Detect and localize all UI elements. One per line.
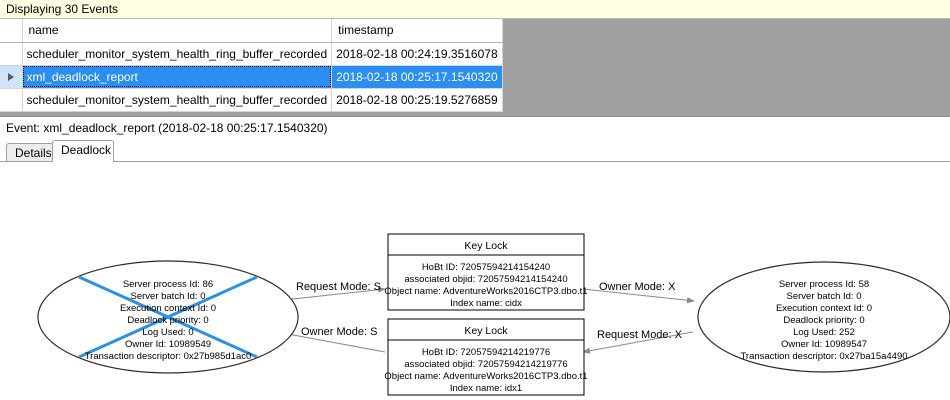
resource-line: associated objid: 72057594214154240 [404,274,567,285]
edge-label-right-request: Request Mode: X [597,329,683,341]
edge-label-right-owner: Owner Mode: X [599,281,676,293]
edge-right-owner: Owner Mode: X [582,281,695,304]
table-row[interactable]: scheduler_monitor_system_health_ring_buf… [0,88,503,112]
tab-strip: Details Deadlock [0,140,950,162]
victim-cross-icon [78,275,258,359]
edge-left-owner: Owner Mode: S [276,326,386,353]
process-line: Server process Id: 58 [779,279,869,290]
process-line: Log Used: 252 [793,327,855,338]
resource-title: Key Lock [464,325,508,337]
process-line: Log Used: 0 [142,327,193,338]
resource-box[interactable] [387,233,585,311]
table-row[interactable]: xml_deadlock_report 2018-02-18 00:25:17.… [0,65,503,89]
tab-details[interactable]: Details [6,143,54,162]
resource-line: Index name: cidx [450,298,522,309]
resource-line: HoBt ID: 72057594214219776 [422,347,550,358]
process-line: Transaction descriptor: 0x27b985d1ac0 [85,351,252,362]
resource-line: Object name: AdventureWorks2016CTP3.dbo.… [384,286,587,297]
resource-node-bottom-key-lock[interactable]: Key Lock HoBt ID: 72057594214219776 asso… [384,318,588,396]
process-line: Execution context Id: 0 [776,303,872,314]
table-row[interactable]: scheduler_monitor_system_health_ring_buf… [0,42,503,66]
process-node-left-process[interactable]: Server process Id: 86 Server batch Id: 0… [37,260,299,374]
grid-header-row: name timestamp [0,19,503,43]
resource-node-top-key-lock[interactable]: Key Lock HoBt ID: 72057594214154240 asso… [384,233,588,311]
tab-deadlock[interactable]: Deadlock [52,140,114,162]
resource-box[interactable] [387,318,585,396]
event-detail-header: Event: xml_deadlock_report (2018-02-18 0… [0,118,950,140]
cell-timestamp[interactable]: 2018-02-18 00:24:19.3516078 [331,42,503,66]
edge-right-request: Request Mode: X [582,329,694,354]
process-line: Execution context Id: 0 [120,303,216,314]
process-line: Deadlock priority: 0 [127,315,208,326]
column-header-selector [0,19,23,43]
status-banner: Displaying 30 Events [0,0,950,19]
process-line: Server process Id: 86 [123,279,213,290]
resource-line: HoBt ID: 72057594214154240 [422,262,550,273]
events-grid[interactable]: name timestamp scheduler_monitor_system_… [0,19,503,112]
process-line: Owner Id: 10989549 [125,339,211,350]
resource-line: Object name: AdventureWorks2016CTP3.dbo.… [384,371,587,382]
process-line: Server batch Id: 0 [131,291,206,302]
events-grid-container[interactable]: name timestamp scheduler_monitor_system_… [0,19,950,117]
process-line: Deadlock priority: 0 [783,315,864,326]
row-selector[interactable] [0,65,23,89]
resource-title: Key Lock [464,240,508,252]
cell-timestamp[interactable]: 2018-02-18 00:25:19.5276859 [331,88,503,112]
edge-label-left-request: Request Mode: S [296,281,381,293]
cell-name[interactable]: scheduler_monitor_system_health_ring_buf… [22,42,333,66]
column-header-timestamp[interactable]: timestamp [331,19,503,43]
row-selector[interactable] [0,42,23,66]
row-arrow-icon [7,73,14,82]
process-line: Server batch Id: 0 [787,291,862,302]
resource-line: associated objid: 72057594214219776 [404,359,567,370]
deadlock-graph-pane[interactable]: Request Mode: S Owner Mode: X Owner Mode… [0,161,950,400]
row-selector[interactable] [0,88,23,112]
edge-left-request: Request Mode: S [273,281,386,302]
process-line: Transaction descriptor: 0x27ba15a4490 [740,351,907,362]
process-node-right-process[interactable]: Server process Id: 58 Server batch Id: 0… [697,261,950,373]
process-line: Owner Id: 10989547 [781,339,867,350]
cell-name[interactable]: xml_deadlock_report [22,65,333,89]
resource-line: Index name: idx1 [450,383,522,394]
cell-timestamp[interactable]: 2018-02-18 00:25:17.1540320 [331,65,503,89]
cell-name[interactable]: scheduler_monitor_system_health_ring_buf… [22,88,333,112]
process-ellipse[interactable] [697,261,950,373]
edge-label-left-owner: Owner Mode: S [301,326,377,338]
deadlock-graph-svg: Request Mode: S Owner Mode: X Owner Mode… [37,233,950,396]
column-header-name[interactable]: name [22,19,333,43]
